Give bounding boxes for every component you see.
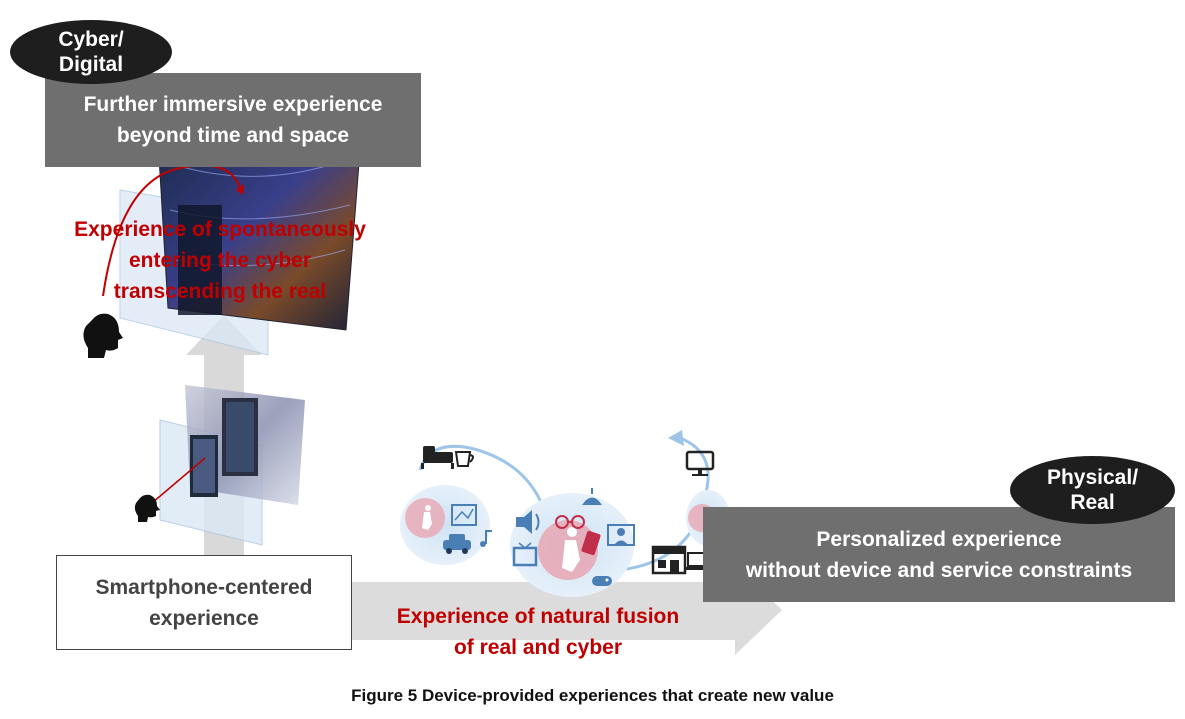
video-call-icon <box>607 524 635 546</box>
physical-real-text: Physical/ Real <box>1046 466 1139 514</box>
tablet-icon <box>581 530 601 556</box>
gamepad-icon <box>592 576 612 586</box>
tv-icon <box>512 542 538 567</box>
cyber-digital-label: Cyber/ Digital <box>10 20 172 84</box>
figure-caption: Figure 5 Device-provided experiences tha… <box>351 686 834 705</box>
red-pointer-line <box>151 457 206 504</box>
store-icon <box>651 545 687 575</box>
smartphone-experience-box: Smartphone-centered experience <box>56 555 352 650</box>
head-silhouette-icon <box>134 494 160 522</box>
bed-icon <box>421 446 454 469</box>
glasses-icon <box>555 515 585 529</box>
car-icon <box>443 534 471 554</box>
fusion-experience-text: Experience of natural fusion of real and… <box>396 605 680 659</box>
cup-icon <box>454 451 474 467</box>
map-icon <box>451 504 477 526</box>
red-curve-arrow <box>102 164 241 297</box>
head-silhouette-icon <box>83 313 123 358</box>
cyber-digital-text: Cyber/ Digital <box>58 28 124 76</box>
music-note-icon <box>480 530 492 547</box>
spontaneous-experience-text: Experience of spontaneously entering the… <box>74 218 366 303</box>
monitor-icon <box>685 450 715 476</box>
speaker-icon <box>516 510 540 534</box>
lamp-icon <box>582 488 602 505</box>
smartphone-panels <box>159 385 305 546</box>
physical-real-label: Physical/ Real <box>1010 456 1175 524</box>
immersive-experience-box: Further immersive experience beyond time… <box>45 73 421 167</box>
